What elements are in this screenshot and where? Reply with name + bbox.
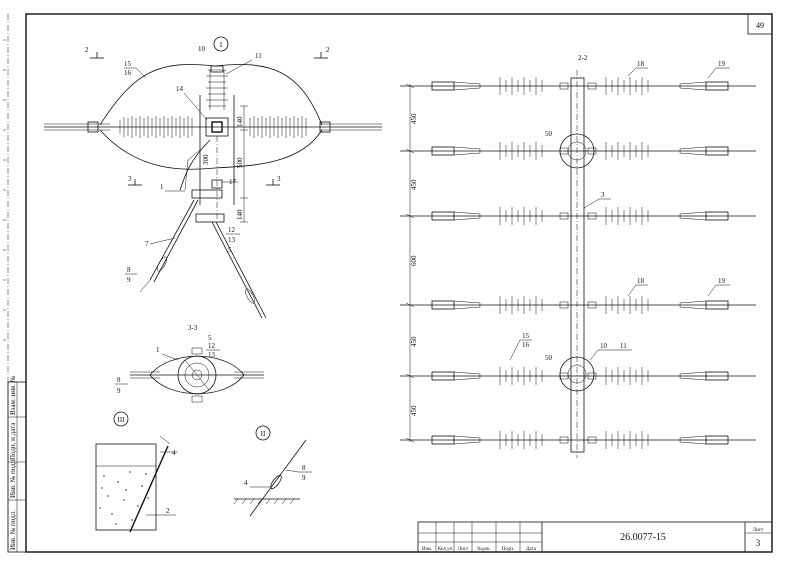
pos-4-III: 4 [172, 449, 176, 457]
pos-18-mid: 18 [637, 277, 645, 285]
callout-II: II [261, 430, 266, 438]
edge-marks [3, 39, 6, 341]
section-3-3-title: 3-3 [188, 324, 198, 332]
pos-5: 5 [228, 246, 232, 254]
section-3-right: 3 [277, 175, 281, 183]
pos-15-22: 15 [522, 332, 530, 340]
conductor-row [400, 431, 756, 449]
document-code: 26.0077-15 [620, 532, 666, 543]
pos-10-22: 10 [600, 342, 608, 350]
pos-15: 15 [124, 60, 132, 68]
section-3-left: 3 [128, 175, 132, 183]
pos-11-22: 11 [620, 342, 627, 350]
pos-9-II: 9 [302, 474, 306, 482]
sheet-label: Лист [753, 528, 764, 533]
drawing-frame [25, 13, 773, 553]
tb-col-5: Подп. [502, 547, 514, 552]
pos-1-section: 1 [156, 346, 160, 354]
pos-8-section: 8 [117, 376, 121, 384]
pos-2-III: 2 [166, 507, 170, 515]
pos-9-section: 9 [117, 387, 121, 395]
pos-13-section: 13 [208, 351, 216, 359]
pos-12: 12 [228, 226, 236, 234]
tb-col-4: №док. [477, 546, 491, 552]
conductor-row [400, 77, 756, 95]
pos-16: 16 [124, 69, 132, 77]
stamp-label-2: Подп. и дата [9, 422, 17, 460]
pos-50-top: 50 [545, 130, 553, 138]
pos-3: 3 [601, 191, 605, 199]
stamp-label-4: Инв. № подл. [9, 510, 17, 550]
pos-4-II: 4 [244, 479, 248, 487]
dim-front-500: 500 [236, 157, 244, 168]
section-2-right: 2 [326, 46, 330, 54]
pos-11: 11 [255, 52, 262, 60]
tb-col-3: Лист [458, 547, 469, 552]
dim-front-140-top: 140 [236, 116, 244, 127]
pos-19-mid: 19 [718, 277, 726, 285]
title-block: Изм. Кол.уч Лист №док. Подп. Дата 26.007… [417, 521, 773, 553]
callout-I: I [220, 41, 223, 49]
section-2-left: 2 [85, 46, 89, 54]
stamp-label-1: Взам. инв. № [9, 375, 17, 415]
left-stamp-block: Взам. инв. № Подп. и дата Инв. № подл. И… [7, 375, 27, 553]
conductor-row [400, 142, 756, 160]
pos-8-II: 8 [302, 464, 306, 472]
pos-9-front: 9 [127, 276, 131, 284]
pos-18-top: 18 [637, 60, 645, 68]
pos-19-top: 19 [718, 60, 726, 68]
pos-1-front: 1 [160, 183, 164, 191]
stamp-label-3: Инв. № подл. [9, 458, 17, 498]
tb-col-1: Изм. [422, 547, 432, 552]
dim-front-300: 300 [202, 154, 210, 165]
section-2-2: 2-2 450 450 600 450 450 18 19 50 3 [400, 54, 756, 458]
pos-5-section: 5 [208, 334, 212, 342]
detail-II: II 8 9 4 [233, 425, 312, 517]
dim-22-5: 450 [410, 405, 418, 416]
section-2-2-title: 2-2 [578, 54, 588, 62]
pos-50-bottom: 50 [545, 354, 553, 362]
pos-12-section: 12 [208, 342, 216, 350]
dim-22-4: 450 [410, 336, 418, 347]
conductor-rows [400, 77, 756, 449]
callout-III: III [118, 416, 126, 424]
dim-22-1: 450 [410, 113, 418, 124]
sheet-number: 49 [756, 21, 764, 30]
detail-III: III 4 2 [95, 411, 178, 533]
front-view: 140 500 140 300 2 2 3 3 I 10 11 15 16 14… [44, 36, 382, 319]
pos-16-22: 16 [522, 341, 530, 349]
dim-front-140-bottom: 140 [236, 209, 244, 220]
sheet-value: 3 [756, 538, 761, 548]
sheet-number-box [747, 13, 773, 35]
pos-14: 14 [176, 85, 184, 93]
conductor-row [400, 367, 756, 385]
pos-7: 7 [145, 240, 149, 248]
dim-22-2: 450 [410, 179, 418, 190]
pos-8-front: 8 [127, 266, 131, 274]
pos-13: 13 [228, 236, 236, 244]
conductor-row [400, 296, 756, 314]
section-3-3: 3-3 1 5 12 13 8 9 [115, 324, 264, 403]
tb-col-2: Кол.уч [438, 547, 453, 552]
tb-col-6: Дата [526, 547, 537, 552]
dim-22-3: 600 [410, 255, 418, 266]
pos-10: 10 [198, 45, 206, 53]
conductor-row [400, 207, 756, 225]
